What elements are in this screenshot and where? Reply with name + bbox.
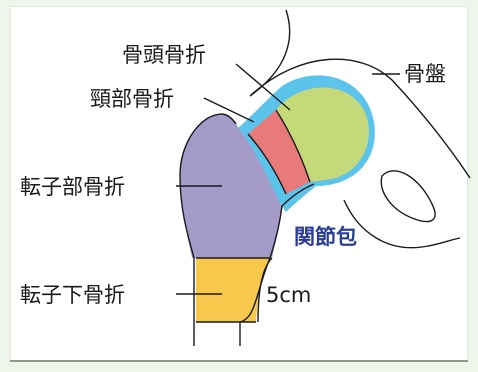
pelvis-outline-upper <box>249 9 471 179</box>
label-subtrochanteric-fracture: 転子下骨折 <box>20 283 125 307</box>
leader-neck <box>203 97 255 123</box>
label-pelvis: 骨盤 <box>404 62 446 86</box>
obturator-outline <box>380 170 436 223</box>
label-distance: 5cm <box>266 283 311 307</box>
leader-head <box>235 63 291 111</box>
femur-outline-left <box>179 113 237 346</box>
subtrochanteric-region <box>196 258 270 322</box>
femur-outline-right <box>239 183 315 346</box>
distance-bracket <box>257 257 273 323</box>
label-neck-fracture: 頸部骨折 <box>90 87 174 111</box>
femoral-head-region <box>276 87 369 182</box>
neck-region <box>248 110 310 194</box>
label-joint-capsule: 関節包 <box>294 225 357 249</box>
label-head-fracture: 骨頭骨折 <box>122 43 206 67</box>
bottom-rule <box>10 360 468 362</box>
trochanteric-region <box>180 114 282 259</box>
pelvis-outline-lower <box>343 199 461 249</box>
label-trochanteric-fracture: 転子部骨折 <box>20 175 125 199</box>
region-divider-lines <box>196 109 311 323</box>
